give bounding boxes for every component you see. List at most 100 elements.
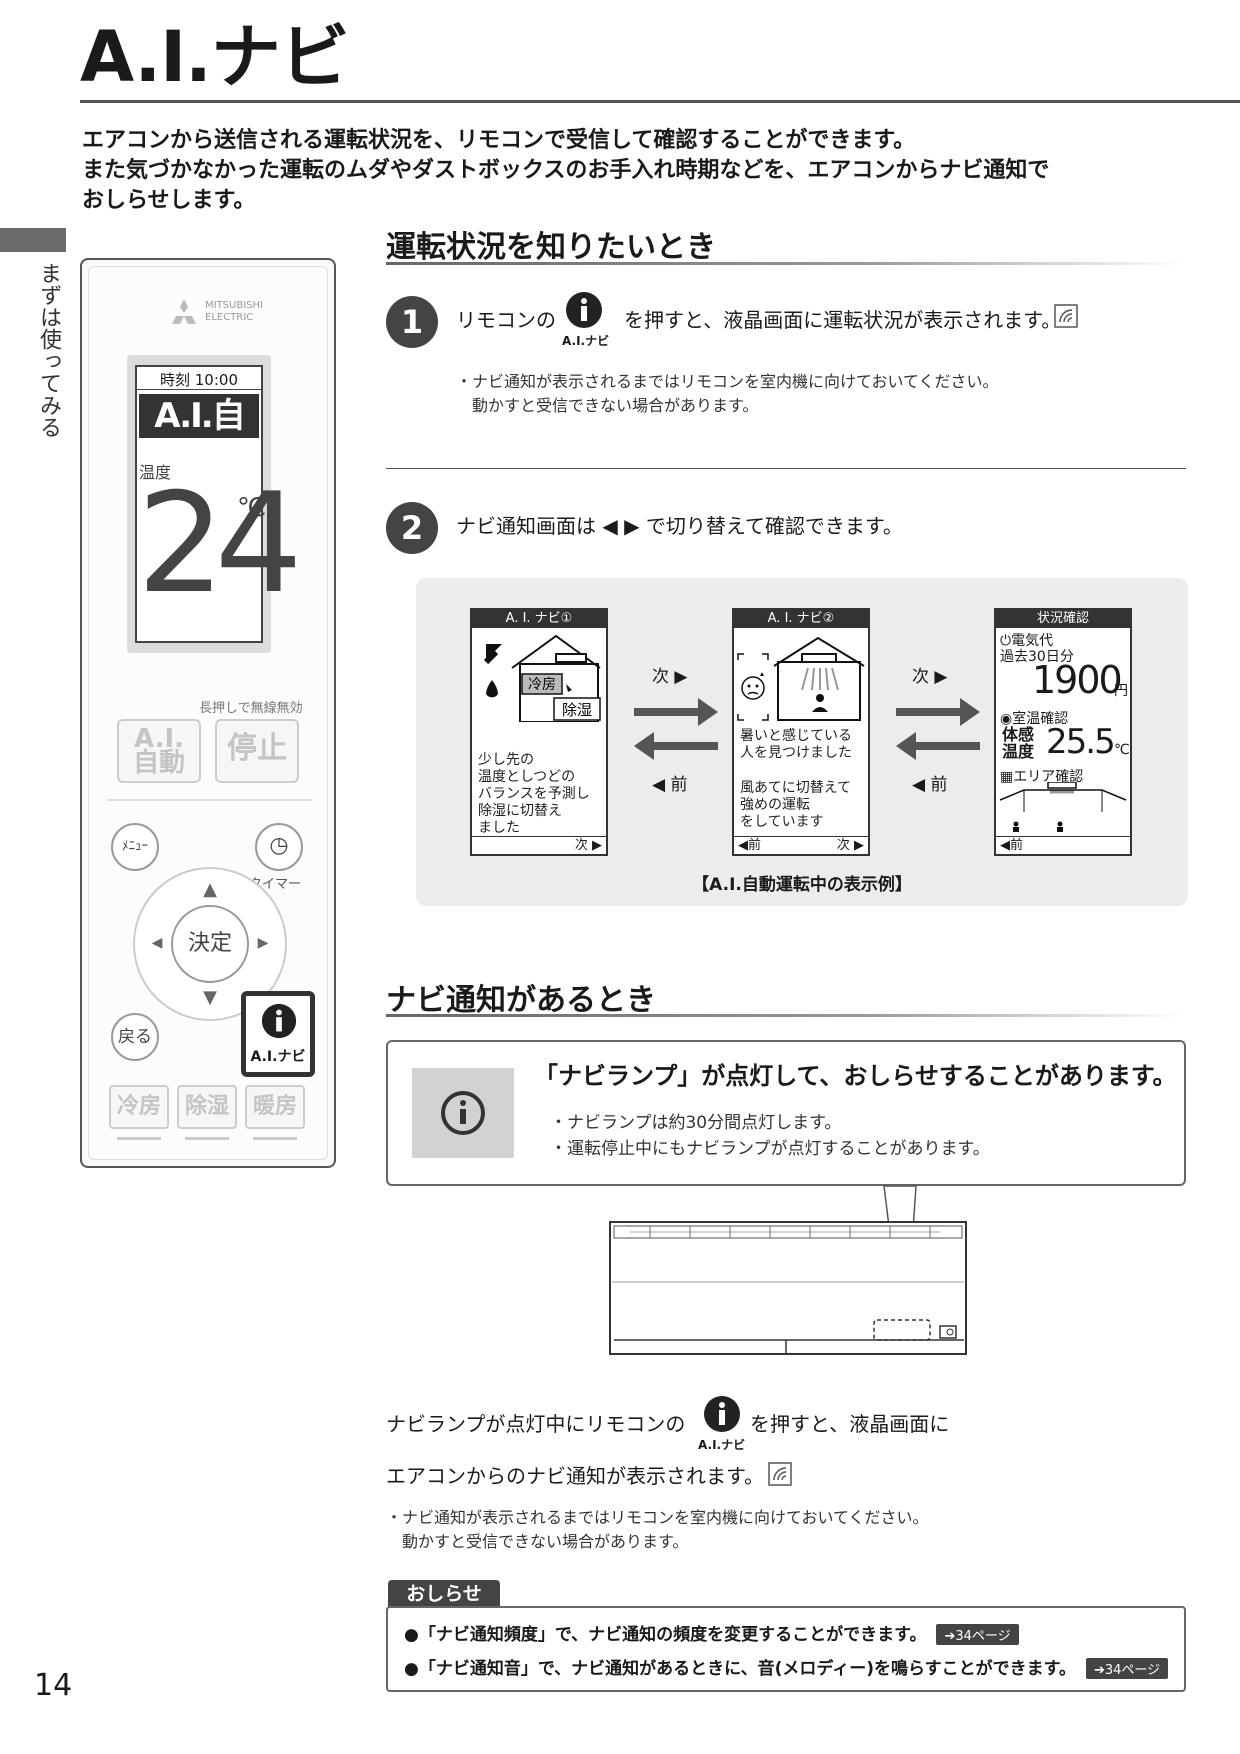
- long-press-label: 長押しで無線無効: [199, 701, 303, 716]
- screen-examples-panel: A. I. ナビ① 冷房 除湿 少し先の 温度としつどの バランスを予測し 除湿…: [416, 578, 1188, 906]
- cool-button[interactable]: 冷房: [109, 1085, 169, 1129]
- navi-screen-2: A. I. ナビ② 暑いと感じている 人を見つけました 風あてに切替えて 強めの…: [732, 608, 870, 856]
- lcd-frame: 時刻 10:00 A.I.自動 温度 24 ℃: [127, 355, 303, 653]
- screen-prev: ◀前: [738, 838, 761, 853]
- intro-text: エアコンから送信される運転状況を、リモコンで受信して確認することができます。 ま…: [82, 126, 1202, 216]
- callout-icon-box: [412, 1068, 514, 1158]
- next-label: 次 ▶: [912, 667, 948, 687]
- step-number: 2: [386, 502, 438, 554]
- page-ref-link[interactable]: ➔34ページ: [1085, 1658, 1169, 1679]
- info-icon: [261, 1003, 297, 1039]
- note-line: ・ナビ通知が表示されるまではリモコンを室内機に向けておいてください。: [386, 1508, 929, 1527]
- left-arrow-icon[interactable]: ◀: [151, 935, 163, 951]
- panel-caption: 【A.I.自動運転中の表示例】: [692, 875, 912, 895]
- screen-line: 暑いと感じている: [740, 728, 852, 744]
- signal-icon: [768, 1462, 792, 1486]
- screen-footer: 次 ▶: [472, 836, 606, 854]
- callout-bullet: ・運転停止中にもナビランプが点灯することがあります。: [550, 1139, 990, 1159]
- step-text: リモコンの: [456, 308, 556, 332]
- note-line: 動かすと受信できない場合があります。: [386, 1532, 689, 1551]
- temp-value: 25.5: [1046, 722, 1116, 762]
- lcd-screen: 時刻 10:00 A.I.自動 温度 24 ℃: [135, 365, 303, 643]
- icon-caption: A.I.ナビ: [562, 334, 610, 348]
- brand-line: MITSUBISHI: [205, 300, 263, 311]
- notice-text: ●「ナビ通知音」で、ナビ通知があるときに、音(メロディー)を鳴らすことができます…: [404, 1659, 1076, 1679]
- cost-value: 1900: [1032, 658, 1123, 702]
- dry-button[interactable]: 除湿: [177, 1085, 237, 1129]
- side-tab-bar: [0, 228, 66, 252]
- remote-body: MITSUBISHI ELECTRIC 時刻 10:00 A.I.自動 温度 2…: [88, 266, 328, 1160]
- mode-indicator: [185, 1137, 229, 1140]
- page-ref-link[interactable]: ➔34ページ: [936, 1624, 1019, 1645]
- feel-temp-label: 体感 温度: [1002, 726, 1040, 760]
- screen-header: A. I. ナビ②: [734, 610, 868, 628]
- brand-line: ELECTRIC: [205, 312, 254, 323]
- room-temp-label: ◉室温確認: [1000, 708, 1068, 728]
- screen-line: 人を見つけました: [740, 745, 852, 761]
- ai-auto-button[interactable]: A.I. 自動: [117, 719, 201, 783]
- note-line: ・ナビ通知が表示されるまではリモコンを室内機に向けておいてください。: [456, 372, 999, 391]
- grid-icon: ▦: [1000, 769, 1014, 785]
- mitsubishi-logo-icon: [172, 299, 196, 324]
- remote-control: MITSUBISHI ELECTRIC 時刻 10:00 A.I.自動 温度 2…: [80, 258, 336, 1168]
- notice-item: ●「ナビ通知音」で、ナビ通知があるときに、音(メロディー)を鳴らすことができます…: [404, 1654, 1169, 1679]
- lcd-mode: A.I.自動: [139, 394, 259, 480]
- notice-item: ●「ナビ通知頻度」で、ナビ通知の頻度を変更することができます。 ➔34ページ: [404, 1620, 1019, 1645]
- back-button[interactable]: 戻る: [111, 1013, 159, 1061]
- feel-temp-line: 温度: [1002, 742, 1035, 761]
- screen-next: 次 ▶: [574, 838, 602, 853]
- heat-button[interactable]: 暖房: [245, 1085, 305, 1129]
- callout-bullet: ・ナビランプは約30分間点灯します。: [550, 1113, 842, 1133]
- feel-temp-line: 体感: [1002, 725, 1035, 744]
- screen-line: 少し先の: [478, 752, 534, 768]
- ok-button[interactable]: 決定: [171, 905, 249, 983]
- right-arrow-icon[interactable]: ▶: [257, 935, 269, 951]
- dry-icon-text: 除湿: [562, 701, 592, 719]
- power-icon: ⏻: [1000, 633, 1012, 649]
- signal-icon: [1054, 304, 1078, 328]
- cost-unit: 円: [1114, 683, 1128, 699]
- screen-footer: ◀前 次 ▶: [734, 836, 868, 854]
- lcd-clock: 時刻 10:00: [160, 371, 238, 389]
- house-dehumidify-icon: 冷房 除湿: [483, 634, 601, 722]
- down-arrow-icon[interactable]: ▼: [203, 987, 217, 1008]
- lcd-temp-label: 温度: [139, 463, 172, 482]
- electric-label-text: 電気代: [1011, 633, 1054, 649]
- notice-box: ●「ナビ通知頻度」で、ナビ通知の頻度を変更することができます。 ➔34ページ ●「…: [386, 1606, 1186, 1692]
- room-temp-label-text: 室温確認: [1012, 711, 1069, 727]
- screen-line: 除湿に切替え: [478, 803, 562, 819]
- screen-line: 風あてに切替えて: [740, 780, 852, 796]
- screen-message: 少し先の 温度としつどの バランスを予測し 除湿に切替え ました: [478, 752, 606, 837]
- up-arrow-icon[interactable]: ▲: [203, 879, 217, 900]
- notice-text: ●「ナビ通知頻度」で、ナビ通知の頻度を変更することができます。: [404, 1625, 927, 1645]
- intro-line: おしらせします。: [82, 188, 256, 213]
- ai-navi-label: A.I.ナビ: [250, 1049, 306, 1065]
- screen-footer: ◀前: [996, 836, 1130, 854]
- side-tab-label: まずは使ってみる: [36, 262, 61, 438]
- switch-arrows-icon: [896, 698, 980, 760]
- cool-icon-text: 冷房: [528, 677, 556, 693]
- navi-screen-1: A. I. ナビ① 冷房 除湿 少し先の 温度としつどの バランスを予測し 除湿…: [470, 608, 608, 856]
- menu-button[interactable]: ﾒﾆｭｰ: [111, 823, 159, 871]
- info-icon: [441, 1091, 485, 1135]
- navi-lamp-callout: 「ナビランプ」が点灯して、おしらせすることがあります。 ・ナビランプは約30分間…: [386, 1040, 1186, 1186]
- step-note: ・ナビ通知が表示されるまではリモコンを室内機に向けておいてください。 動かすと受…: [456, 370, 1076, 418]
- thermometer-icon: ◉: [1000, 711, 1013, 727]
- stop-button[interactable]: 停止: [215, 719, 299, 783]
- title-rule: [80, 100, 1240, 103]
- screen-prev: ◀前: [1000, 838, 1023, 853]
- mode-indicator: [253, 1137, 297, 1140]
- area-label: ▦エリア確認: [1000, 766, 1083, 786]
- body-text: ナビランプが点灯中にリモコンの: [386, 1412, 686, 1436]
- screen-line: バランスを予測し: [478, 786, 590, 802]
- info-icon: [566, 292, 602, 328]
- step-number: 1: [386, 296, 438, 348]
- switch-arrows-icon: [634, 698, 718, 760]
- timer-button[interactable]: ◷: [255, 823, 303, 871]
- screen-header: A. I. ナビ①: [472, 610, 606, 628]
- prev-label: ◀ 前: [912, 775, 948, 795]
- screen-next: 次 ▶: [836, 838, 864, 853]
- lcd-temperature: 24: [137, 463, 303, 624]
- intro-line: エアコンから送信される運転状況を、リモコンで受信して確認することができます。: [82, 128, 916, 153]
- ai-navi-button[interactable]: A.I.ナビ: [241, 991, 315, 1077]
